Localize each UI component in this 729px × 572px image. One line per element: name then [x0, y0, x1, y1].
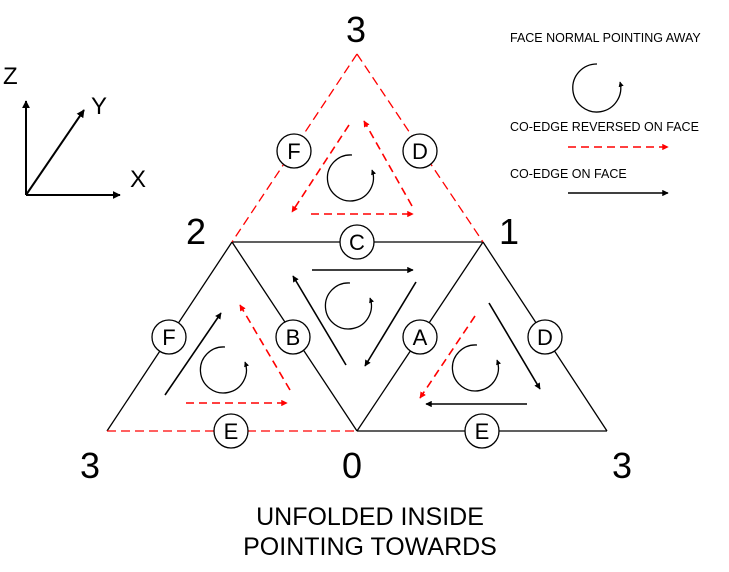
- coedge-arrows: [164, 120, 541, 408]
- svg-text:E: E: [224, 419, 239, 444]
- caption-line-2: POINTING TOWARDS: [243, 533, 497, 561]
- vertex-bottom-left: 3: [80, 445, 100, 486]
- edge-label-right-outer: D: [527, 319, 563, 355]
- legend-reversed-text: CO-EDGE REVERSED ON FACE: [510, 120, 699, 134]
- vertex-2: 2: [186, 211, 206, 252]
- z-axis-label: Z: [3, 63, 18, 90]
- rotate-arrow-icon: [326, 154, 377, 202]
- legend-coedge-text: CO-EDGE ON FACE: [510, 167, 627, 181]
- edge-label-center-right: A: [402, 319, 438, 355]
- svg-text:A: A: [413, 325, 428, 350]
- edge-labels: F D C F B A D E: [151, 133, 563, 449]
- legend-rotate-arrow-icon: [572, 63, 624, 113]
- svg-text:F: F: [287, 139, 300, 164]
- legend: FACE NORMAL POINTING AWAY CO-EDGE REVERS…: [510, 31, 701, 197]
- caption-line-1: UNFOLDED INSIDE: [256, 503, 484, 531]
- vertex-1: 1: [499, 211, 519, 252]
- svg-text:D: D: [412, 139, 428, 164]
- edge-label-center-left: B: [275, 319, 311, 355]
- edge-label-center-top: C: [339, 224, 375, 260]
- svg-text:F: F: [162, 325, 175, 350]
- vertex-labels: 3 2 1 3 0 3: [80, 9, 632, 486]
- svg-text:D: D: [537, 325, 553, 350]
- y-axis-label: Y: [91, 93, 107, 120]
- legend-face-normal-text: FACE NORMAL POINTING AWAY: [510, 31, 701, 45]
- x-axis-label: X: [130, 166, 146, 193]
- face-normal-icons: [199, 154, 502, 394]
- coordinate-axes: Z Y X: [3, 63, 146, 199]
- vertex-0: 0: [342, 445, 362, 486]
- svg-text:E: E: [475, 419, 490, 444]
- edge-label-bottom-right: E: [464, 413, 500, 449]
- vertex-bottom-right: 3: [612, 445, 632, 486]
- caption: UNFOLDED INSIDE POINTING TOWARDS: [243, 503, 497, 561]
- edge-label-top-right: D: [402, 133, 438, 169]
- edge-label-bottom-left: E: [213, 413, 249, 449]
- svg-text:C: C: [349, 230, 365, 255]
- vertex-top: 3: [346, 9, 366, 50]
- edge-label-top-left: F: [276, 133, 312, 169]
- edge-label-left-outer: F: [151, 319, 187, 355]
- rotate-arrow-icon: [199, 346, 250, 394]
- rotate-arrow-icon: [324, 282, 375, 330]
- rotate-arrow-icon: [451, 344, 502, 392]
- svg-text:B: B: [286, 325, 301, 350]
